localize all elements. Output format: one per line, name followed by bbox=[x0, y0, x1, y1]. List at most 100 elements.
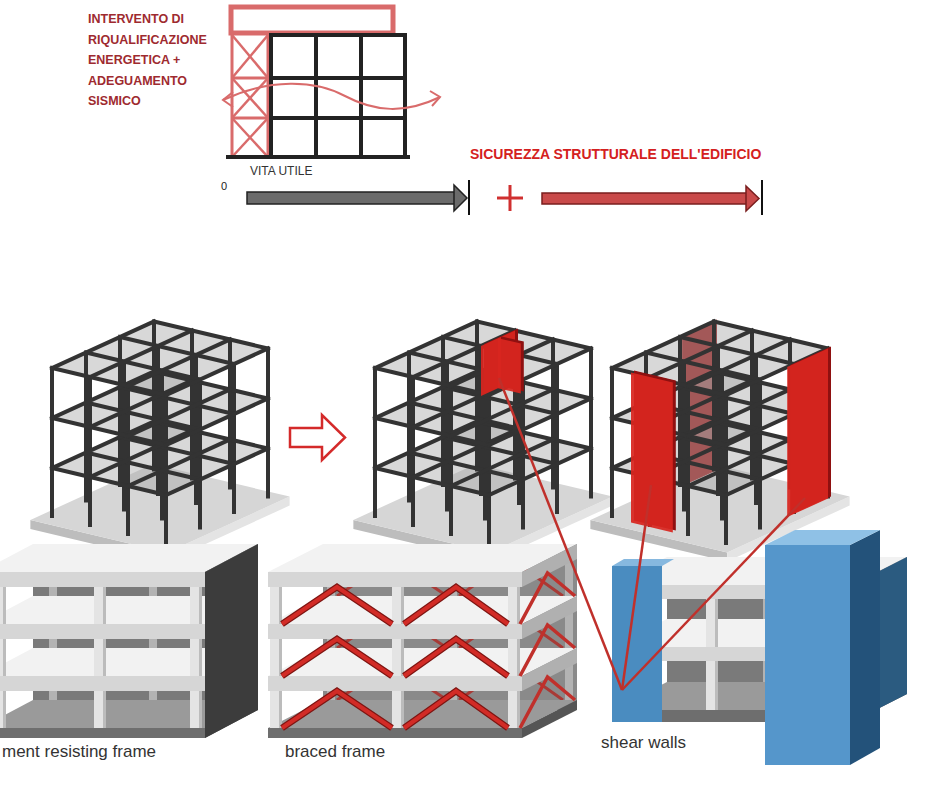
ground-line bbox=[226, 155, 410, 159]
column-shade bbox=[103, 691, 106, 728]
brace-outline bbox=[404, 587, 508, 624]
frame-beam bbox=[646, 353, 760, 380]
floor-slab-edge bbox=[268, 572, 522, 587]
exoskeleton-beam bbox=[232, 77, 268, 80]
timeline bbox=[247, 180, 762, 215]
frame-beam bbox=[375, 468, 489, 495]
frame-beam bbox=[86, 353, 200, 380]
front-brace bbox=[282, 639, 392, 676]
column-shade bbox=[279, 587, 282, 624]
front-column bbox=[94, 587, 106, 624]
front-column bbox=[392, 639, 404, 676]
front-column bbox=[270, 639, 282, 676]
column-shade bbox=[517, 587, 520, 624]
frame-beam bbox=[650, 331, 752, 378]
front-brace bbox=[404, 691, 508, 728]
shear-wall-top bbox=[765, 530, 880, 545]
leader-line bbox=[499, 378, 622, 690]
shear-wall bbox=[765, 545, 850, 765]
frame-row bbox=[30, 320, 849, 562]
column-shade bbox=[3, 639, 6, 676]
caption-label: shear walls bbox=[601, 733, 686, 753]
frame-column bbox=[314, 33, 318, 157]
service-life-arrow bbox=[247, 192, 455, 204]
frame-beam bbox=[128, 390, 230, 437]
elevation-sketch bbox=[223, 7, 440, 157]
front-column bbox=[508, 587, 520, 624]
frame-beam bbox=[375, 368, 489, 395]
exoskeleton-brace bbox=[232, 35, 268, 78]
column-shade bbox=[401, 691, 404, 728]
roof-addition bbox=[231, 7, 393, 33]
structural-frame bbox=[590, 320, 849, 562]
frame-beam bbox=[166, 449, 268, 496]
front-column bbox=[508, 691, 520, 728]
front-column bbox=[508, 639, 520, 676]
frame-beam bbox=[52, 368, 166, 395]
frame-beam bbox=[489, 399, 591, 446]
frame-beam bbox=[166, 399, 268, 446]
column-shade bbox=[279, 639, 282, 676]
front-column bbox=[190, 691, 202, 728]
floor-slab-edge bbox=[268, 624, 522, 639]
frame-beam bbox=[86, 403, 200, 430]
front-column bbox=[94, 691, 106, 728]
brace-outline bbox=[404, 639, 508, 676]
column-shade bbox=[199, 691, 202, 728]
frame-beam bbox=[680, 337, 794, 364]
frame-beam bbox=[86, 453, 200, 480]
frame-beam bbox=[688, 440, 790, 487]
front-brace bbox=[282, 587, 392, 624]
seismic-wave-arrow bbox=[223, 84, 440, 109]
front-column bbox=[270, 691, 282, 728]
frame-beam bbox=[52, 468, 166, 495]
frame-beam bbox=[128, 440, 230, 487]
column-shade bbox=[199, 587, 202, 624]
end-wall bbox=[205, 544, 258, 738]
structural-frame bbox=[30, 322, 289, 562]
frame-beam bbox=[714, 322, 828, 349]
frame-column bbox=[359, 33, 363, 157]
column-shade bbox=[279, 691, 282, 728]
exoskeleton-brace bbox=[232, 78, 268, 118]
frame-beam bbox=[52, 418, 166, 445]
column-shade bbox=[401, 587, 404, 624]
caption-label: ment resisting frame bbox=[2, 742, 156, 762]
floor-slab-edge bbox=[0, 676, 205, 691]
frame-beam bbox=[52, 322, 154, 369]
frame-beam bbox=[612, 322, 714, 369]
braced-frame-model bbox=[268, 544, 577, 738]
front-column bbox=[0, 587, 6, 624]
ground-slab-edge bbox=[268, 728, 522, 738]
column-shade bbox=[517, 691, 520, 728]
frame-column bbox=[269, 33, 273, 157]
end-tick bbox=[468, 180, 470, 215]
column-shade bbox=[715, 661, 718, 710]
frame-beam bbox=[270, 116, 407, 120]
column-shade bbox=[401, 639, 404, 676]
frame-beam bbox=[128, 340, 230, 387]
side-brace bbox=[520, 625, 575, 676]
exoskeleton-brace bbox=[232, 78, 268, 118]
frame-beam bbox=[166, 349, 268, 396]
leader-line bbox=[622, 498, 805, 690]
axis-label: VITA UTILE bbox=[250, 164, 312, 178]
column-shade bbox=[715, 599, 718, 647]
column-shade bbox=[199, 639, 202, 676]
frame-beam bbox=[120, 337, 234, 364]
shear-wall-top bbox=[612, 559, 674, 566]
heading-text: INTERVENTO DI RIQUALIFICAZIONE ENERGETIC… bbox=[88, 9, 223, 112]
front-column bbox=[94, 639, 106, 676]
frame-column bbox=[589, 349, 593, 499]
axis-origin: 0 bbox=[221, 180, 227, 193]
front-column bbox=[270, 587, 282, 624]
transform-arrow bbox=[290, 415, 345, 460]
floor-slab-edge bbox=[268, 676, 522, 691]
column-shade bbox=[3, 691, 6, 728]
frame-beam bbox=[688, 390, 790, 437]
frame-beam bbox=[688, 340, 790, 387]
front-brace bbox=[404, 639, 508, 676]
frame-column bbox=[403, 33, 407, 157]
